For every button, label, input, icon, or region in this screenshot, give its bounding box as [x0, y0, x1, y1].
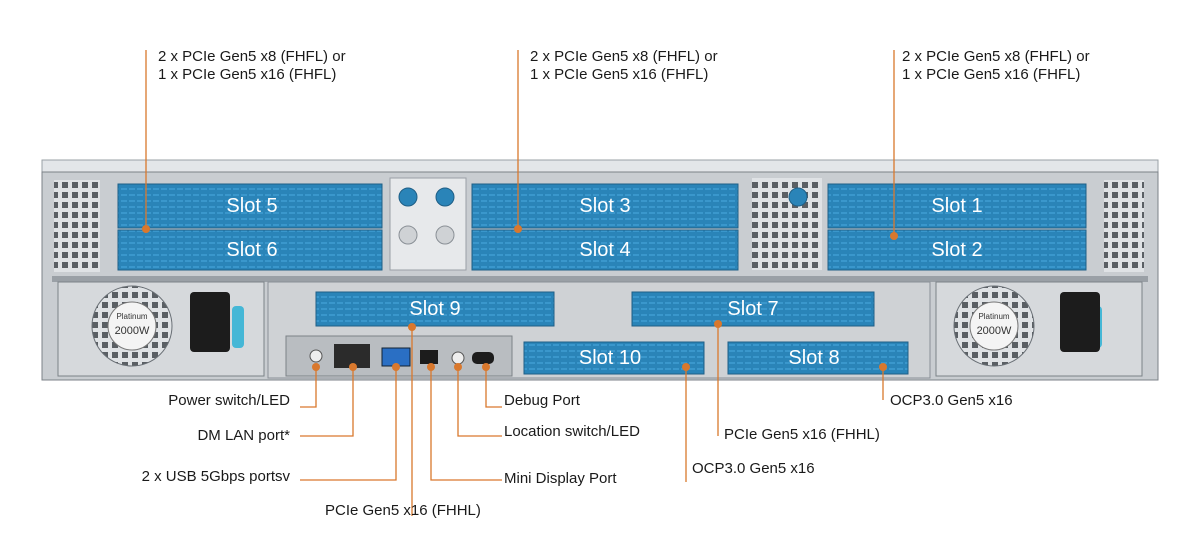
slot-8-label: Slot 8 [788, 347, 839, 369]
right-vent [1104, 180, 1144, 272]
label-mini-dp: Mini Display Port [504, 470, 617, 487]
location-button [451, 351, 465, 365]
label-power-switch: Power switch/LED [168, 392, 290, 409]
slot-8 [727, 341, 909, 375]
label-ocp-slot10: OCP3.0 Gen5 x16 [692, 460, 815, 477]
slot-10 [523, 341, 705, 375]
label-pcie-slot7: PCIe Gen5 x16 (FHHL) [724, 426, 880, 443]
label-usb: 2 x USB 5Gbps portsv [141, 468, 290, 485]
top-callout-middle-line2: 1 x PCIe Gen5 x16 (FHFL) [530, 66, 709, 83]
slot-4-label: Slot 4 [579, 239, 630, 261]
slot-3-label: Slot 3 [579, 195, 630, 217]
callout-dots [142, 225, 898, 371]
middle-right-vent [752, 178, 822, 270]
slot-5 [117, 183, 383, 229]
io-panel [285, 335, 513, 377]
slot-6-label: Slot 6 [226, 239, 277, 261]
top-callout-middle-line1: 2 x PCIe Gen5 x8 (FHFL) or [530, 48, 718, 65]
top-callout-left-line2: 1 x PCIe Gen5 x16 (FHFL) [158, 66, 337, 83]
psu-left: Platinum 2000W [57, 281, 265, 377]
slot-7 [631, 291, 875, 327]
power-button [309, 349, 323, 363]
left-vent [54, 180, 100, 272]
top-callout-right: 2 x PCIe Gen5 x8 (FHFL) or 1 x PCIe Gen5… [902, 48, 1090, 84]
riser-right: Slot 1 Slot 2 [827, 183, 1087, 271]
psu-left-power-inlet [190, 292, 230, 352]
slot-4 [471, 229, 739, 271]
psu-right-badge: Platinum [978, 312, 1009, 321]
top-callout-middle: 2 x PCIe Gen5 x8 (FHFL) or 1 x PCIe Gen5… [530, 48, 718, 84]
label-pcie-slot9: PCIe Gen5 x16 (FHHL) [325, 502, 481, 519]
psu-right-watts: 2000W [977, 325, 1012, 337]
callout-lines [145, 50, 895, 516]
top-callout-left: 2 x PCIe Gen5 x8 (FHFL) or 1 x PCIe Gen5… [158, 48, 346, 84]
riser-left: Slot 5 Slot 6 [117, 183, 383, 271]
slot-10-label: Slot 10 [579, 347, 641, 369]
label-location: Location switch/LED [504, 423, 640, 440]
psu-right: Platinum 2000W [935, 281, 1143, 377]
slot-7-label: Slot 7 [727, 298, 778, 320]
slot-2-label: Slot 2 [931, 239, 982, 261]
psu-right-power-inlet [1060, 292, 1100, 352]
slot-2 [827, 229, 1087, 271]
debug-port [472, 352, 494, 364]
top-callout-left-line1: 2 x PCIe Gen5 x8 (FHFL) or [158, 48, 346, 65]
slot-5-label: Slot 5 [226, 195, 277, 217]
slot-1 [827, 183, 1087, 229]
psu-left-badge: Platinum [116, 312, 147, 321]
label-dm-lan: DM LAN port* [197, 427, 290, 444]
label-debug: Debug Port [504, 392, 580, 409]
slot-3 [471, 183, 739, 229]
slot-1-label: Slot 1 [931, 195, 982, 217]
top-callout-right-line1: 2 x PCIe Gen5 x8 (FHFL) or [902, 48, 1090, 65]
psu-left-watts: 2000W [115, 325, 150, 337]
riser-middle: Slot 3 Slot 4 [471, 183, 739, 271]
top-callout-right-line2: 1 x PCIe Gen5 x16 (FHFL) [902, 66, 1081, 83]
slot-9 [315, 291, 555, 327]
slot-9-label: Slot 9 [409, 298, 460, 320]
psu-left-handle [232, 306, 244, 348]
slot-6 [117, 229, 383, 271]
label-ocp-slot8: OCP3.0 Gen5 x16 [890, 392, 1013, 409]
mini-display-port [420, 350, 438, 364]
